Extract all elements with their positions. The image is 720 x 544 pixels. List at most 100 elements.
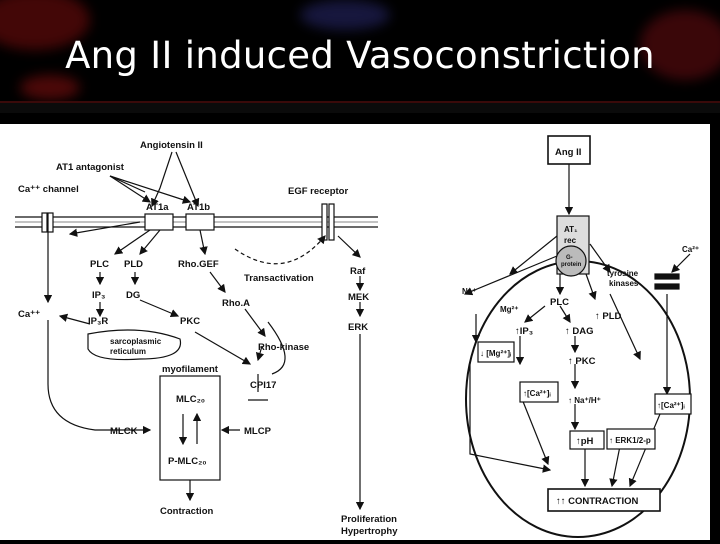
g-protein-shape [555, 245, 587, 277]
mg-i-label: ↓ [Mg²⁺]ᵢ [480, 349, 511, 358]
title-divider [0, 101, 720, 113]
arrow [139, 299, 180, 318]
pathway-diagram: Angiotensin II AT1 antagonist Ca⁺⁺ chann… [15, 135, 699, 538]
egf-receptor-label: EGF receptor [288, 186, 348, 197]
transactivation-arrow [234, 235, 326, 265]
at1-antagonist-label: AT1 antagonist [56, 162, 125, 173]
ca-channel-shape [654, 283, 680, 290]
arrow [244, 308, 266, 337]
ip3r-label: IP₃R [88, 316, 108, 327]
ca-channel-shape [47, 212, 54, 233]
arrow [671, 253, 691, 273]
mg-i-box [477, 341, 515, 363]
arrow [609, 445, 621, 488]
na-h-label: ↑ Na⁺/H⁺ [568, 396, 601, 405]
erk-label: ↑ ERK1/2-p [609, 436, 651, 445]
arrow [139, 229, 161, 255]
gprotein-label: protein [561, 262, 582, 268]
background-blob [20, 75, 80, 100]
arrow [47, 320, 152, 435]
plc-label: PLC [90, 259, 109, 270]
arrow [68, 221, 141, 237]
left-pathway [15, 151, 378, 511]
at1a-box [144, 213, 174, 231]
pld-label: PLD [124, 259, 143, 270]
gprotein-label: G- [566, 255, 573, 261]
arrow [109, 175, 152, 203]
pmlc20-label: P-MLC₂₀ [168, 456, 207, 467]
left-labels: Angiotensin II AT1 antagonist Ca⁺⁺ chann… [18, 140, 398, 537]
reticulum-label: reticulum [110, 347, 146, 356]
contraction-box [547, 488, 661, 512]
mek-label: MEK [348, 292, 369, 303]
arrow [114, 229, 151, 255]
slide-title: Ang II induced Vasoconstriction [65, 34, 655, 77]
ang2-box [547, 135, 591, 165]
arrow [255, 345, 265, 362]
arrow [209, 271, 226, 293]
ph-box [569, 430, 605, 450]
arrow [194, 331, 252, 365]
mlck-label: MLCK [110, 426, 138, 437]
ca-label: Ca⁺⁺ [18, 309, 40, 320]
rhoa-label: Rho.A [222, 298, 250, 309]
ca-channel-label: Ca⁺⁺ channel [18, 184, 79, 195]
right-pathway [463, 135, 692, 538]
mg-label: Mg²⁺ [500, 305, 518, 314]
arrow [199, 229, 208, 256]
ca-channel-shape [41, 212, 48, 233]
sarcoplasmic-reticulum-shape [87, 329, 182, 361]
arrow [585, 273, 597, 301]
background-blob [300, 0, 390, 30]
proliferation-label: Proliferation [341, 514, 397, 525]
arrow [109, 175, 192, 204]
at1b-label: AT1b [187, 202, 210, 213]
arrow [628, 413, 661, 488]
angiotensin-label: Angiotensin II [140, 140, 203, 151]
arrow [609, 293, 641, 361]
ang2-label: Ang II [555, 147, 581, 158]
mlc20-label: MLC₂₀ [176, 394, 205, 405]
rhogef-label: Rho.GEF [178, 259, 219, 270]
at1-label: AT₁ [564, 225, 578, 234]
ca-i-right-label: ↑[Ca²⁺]ᵢ [657, 401, 685, 410]
arrow [559, 305, 571, 324]
erk-label: ERK [348, 322, 368, 333]
right-labels: Ang II AT₁ rec G- protein Ca²⁺ tyrosine … [462, 147, 699, 507]
hypertrophy-label: Hypertrophy [341, 526, 398, 537]
raf-label: Raf [350, 266, 366, 277]
contraction-label: ↑↑ CONTRACTION [556, 496, 638, 507]
arrow [463, 255, 558, 296]
arrow [469, 362, 552, 473]
figure-panel: Angiotensin II AT1 antagonist Ca⁺⁺ chann… [0, 124, 710, 540]
arrow [589, 243, 611, 273]
background-blob [640, 10, 720, 80]
ca-i-left-label: ↑[Ca²⁺]ᵢ [523, 389, 551, 398]
arrow [509, 235, 558, 275]
na-label: Na⁺ [462, 287, 476, 296]
ph-label: ↑pH [576, 436, 594, 447]
pkc-label: PKC [180, 316, 200, 327]
arrow [267, 321, 286, 375]
arrow [109, 175, 146, 193]
ca-i-right-box [654, 393, 692, 415]
contraction-label: Contraction [160, 506, 214, 517]
at1b-box [185, 213, 215, 231]
arrow [58, 313, 91, 325]
pkc-label: ↑ PKC [568, 356, 596, 367]
mlcp-label: MLCP [244, 426, 272, 437]
arrow [151, 151, 173, 208]
arrow [519, 393, 550, 466]
kinases-label: kinases [609, 279, 639, 288]
myofilament-label: myofilament [162, 364, 219, 375]
transactivation-label: Transactivation [244, 273, 314, 284]
at1a-label: AT1a [146, 202, 169, 213]
sarcoplasmic-label: sarcoplasmic [110, 337, 162, 346]
dg-label: DG [126, 290, 140, 301]
ip3-label: IP₃ [92, 290, 105, 301]
pld-label: ↑ PLD [595, 311, 622, 322]
ca-i-left-box [519, 381, 559, 403]
rec-label: rec [564, 236, 577, 245]
ca-channel-shape [654, 273, 680, 280]
plc-label: PLC [550, 297, 569, 308]
